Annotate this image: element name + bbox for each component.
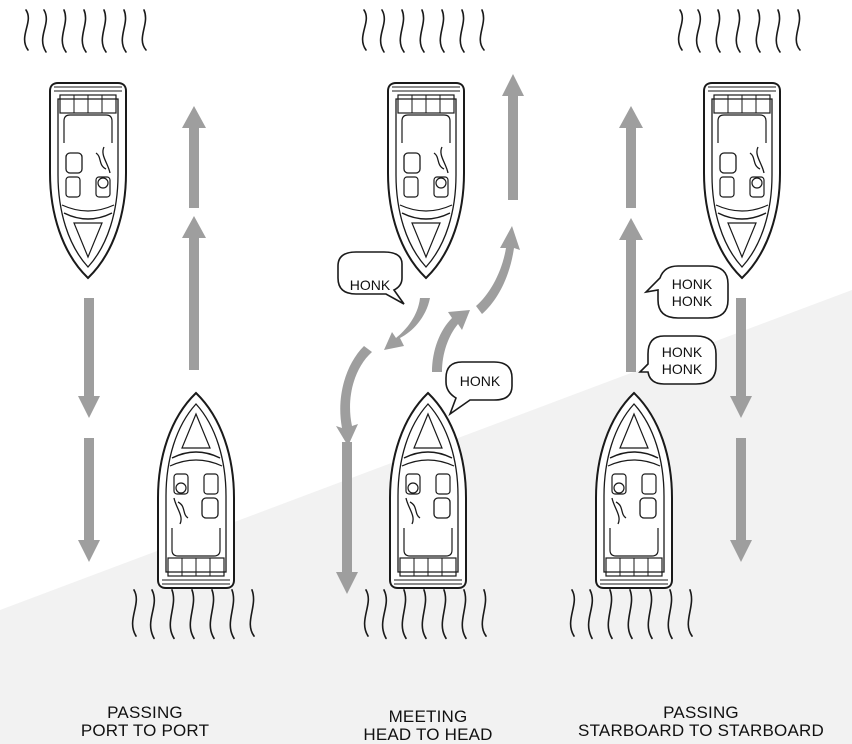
caption-line: PASSING (556, 704, 846, 722)
wake-icon (679, 10, 800, 52)
speech-bubble: HONK (446, 362, 512, 414)
boat-icon (388, 83, 464, 278)
caption-line: MEETING (298, 708, 558, 726)
signal-text: HONK (662, 361, 703, 377)
wake-icon (25, 10, 146, 52)
signal-text: HONK (672, 293, 713, 309)
caption-line: STARBOARD TO STARBOARD (556, 722, 846, 740)
caption-line: PORT TO PORT (15, 722, 275, 740)
caption-port-to-port: PASSING PORT TO PORT (15, 704, 275, 740)
speech-bubble: HONK (338, 252, 404, 304)
signal-text: HONK (350, 277, 391, 293)
boat-icon (390, 393, 466, 588)
speech-bubble: HONK HONK (640, 336, 716, 384)
signal-text: HONK (662, 344, 703, 360)
boat-icon (50, 83, 126, 278)
boat-icon (704, 83, 780, 278)
signal-text: HONK (460, 373, 501, 389)
caption-starboard-to-starboard: PASSING STARBOARD TO STARBOARD (556, 704, 846, 740)
caption-head-to-head: MEETING HEAD TO HEAD (298, 708, 558, 744)
speech-bubble: HONK HONK (646, 266, 728, 318)
boat-icon (158, 393, 234, 588)
caption-line: PASSING (15, 704, 275, 722)
caption-line: HEAD TO HEAD (298, 726, 558, 744)
wake-icon (363, 10, 484, 52)
scene-port-to-port (25, 10, 254, 638)
signal-text: HONK (672, 276, 713, 292)
